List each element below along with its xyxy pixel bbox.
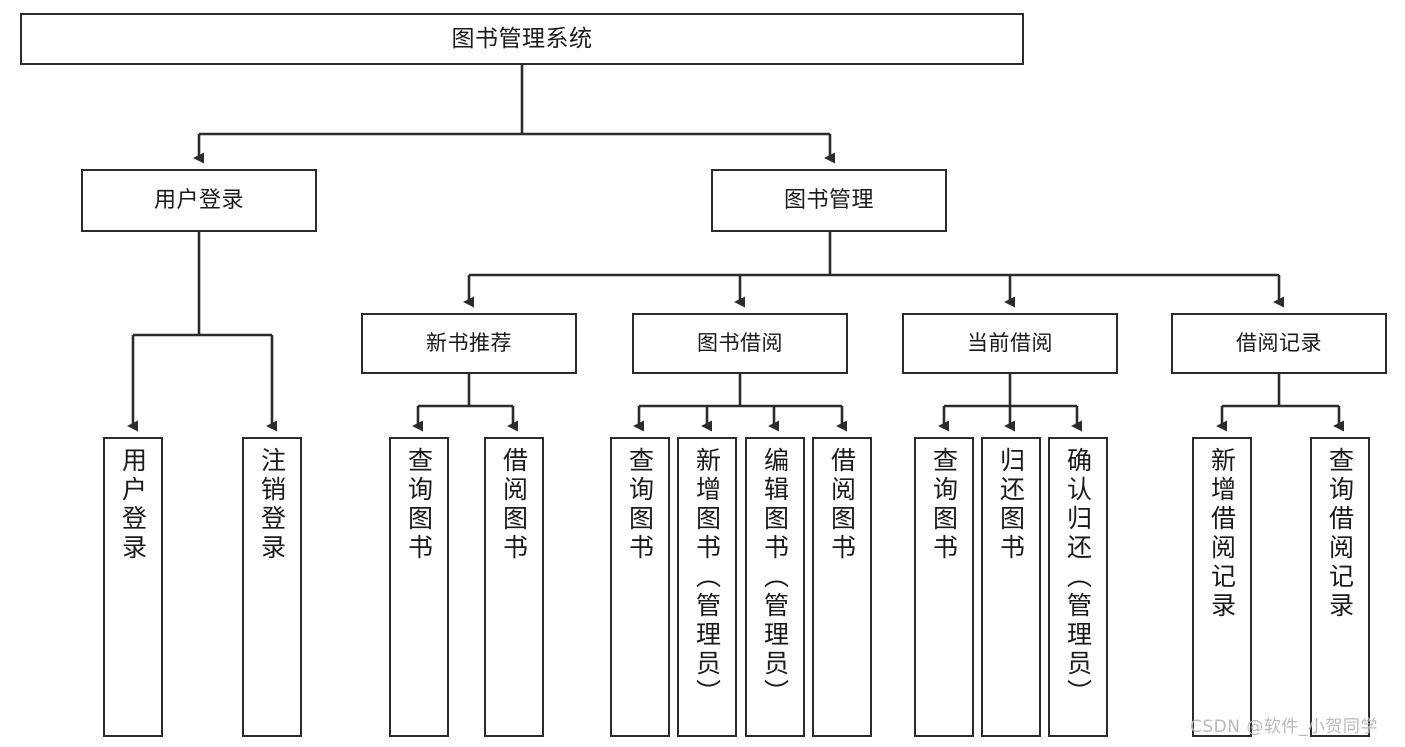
node-label: 借阅图书 — [827, 447, 857, 563]
node-book-borrow[interactable]: 图书借阅 — [632, 313, 848, 374]
node-label: 注销登录 — [257, 447, 287, 563]
node-label: 用户登录 — [153, 187, 244, 213]
node-user-login[interactable]: 用户登录 — [81, 169, 317, 232]
node-label: 新书推荐 — [426, 331, 512, 356]
node-label: 编辑图书（管理员） — [760, 447, 790, 708]
node-leaf-query-book-recommend[interactable]: 查询图书 — [389, 437, 449, 737]
node-leaf-confirm-return[interactable]: 确认归还（管理员） — [1048, 437, 1108, 737]
node-label: 图书管理 — [783, 187, 874, 213]
node-leaf-add-book[interactable]: 新增图书（管理员） — [677, 437, 737, 737]
node-label: 新增图书（管理员） — [692, 447, 722, 708]
node-leaf-borrow-book-recommend[interactable]: 借阅图书 — [484, 437, 544, 737]
node-leaf-user-logout[interactable]: 注销登录 — [242, 437, 302, 737]
node-label: 归还图书 — [996, 447, 1026, 563]
node-leaf-user-login[interactable]: 用户登录 — [103, 437, 163, 737]
node-label: 借阅记录 — [1236, 331, 1322, 356]
node-root-system[interactable]: 图书管理系统 — [20, 13, 1024, 65]
node-leaf-return-book[interactable]: 归还图书 — [981, 437, 1041, 737]
node-leaf-add-record[interactable]: 新增借阅记录 — [1192, 437, 1252, 737]
node-leaf-query-record[interactable]: 查询借阅记录 — [1310, 437, 1370, 737]
node-label: 用户登录 — [118, 447, 148, 563]
node-current-borrow[interactable]: 当前借阅 — [902, 313, 1118, 374]
node-label: 新增借阅记录 — [1207, 447, 1237, 621]
node-new-book-recommend[interactable]: 新书推荐 — [361, 313, 577, 374]
node-leaf-borrow-book[interactable]: 借阅图书 — [812, 437, 872, 737]
node-label: 查询图书 — [929, 447, 959, 563]
node-leaf-edit-book[interactable]: 编辑图书（管理员） — [745, 437, 805, 737]
node-label: 查询借阅记录 — [1325, 447, 1355, 621]
node-label: 图书管理系统 — [451, 25, 593, 52]
node-leaf-query-book-current[interactable]: 查询图书 — [914, 437, 974, 737]
node-borrow-record[interactable]: 借阅记录 — [1171, 313, 1387, 374]
node-leaf-query-book-borrow[interactable]: 查询图书 — [610, 437, 670, 737]
node-label: 当前借阅 — [967, 331, 1053, 356]
node-label: 查询图书 — [625, 447, 655, 563]
node-label: 查询图书 — [404, 447, 434, 563]
node-label: 借阅图书 — [499, 447, 529, 563]
node-label: 确认归还（管理员） — [1063, 447, 1093, 708]
node-label: 图书借阅 — [697, 331, 783, 356]
node-book-manage[interactable]: 图书管理 — [711, 169, 947, 232]
